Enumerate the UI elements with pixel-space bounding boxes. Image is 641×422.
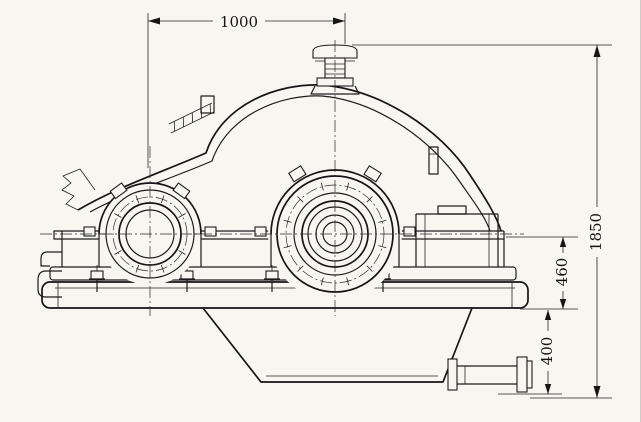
base-plate	[41, 281, 529, 309]
dimension-lower-height: 400	[498, 310, 562, 395]
cap-bolt	[109, 182, 128, 200]
centerlines	[40, 40, 524, 316]
dimension-top-width: 1000	[147, 13, 346, 168]
drain-pipe	[447, 356, 533, 393]
bolt-circle-ticks	[114, 195, 186, 273]
foundation-bolt	[89, 265, 105, 292]
foundation-bolt	[264, 265, 280, 292]
oil-level-gauge	[428, 146, 439, 175]
dimension-mid-height: 460	[506, 236, 578, 310]
cap-bolt	[363, 165, 382, 183]
flange-bolt	[254, 226, 267, 237]
flange-bolt	[204, 226, 217, 237]
cap-bolt	[172, 182, 191, 200]
cap-bolt	[288, 165, 307, 183]
lifting-lug	[200, 95, 215, 114]
dimension-overall-height: 1850	[352, 44, 612, 399]
dim-label-1850: 1850	[587, 213, 605, 251]
louver-grill	[168, 102, 215, 134]
dim-label-460: 460	[553, 258, 571, 287]
oil-pan	[202, 307, 473, 383]
foundation-bolt	[179, 265, 195, 292]
dim-label-400: 400	[538, 337, 556, 366]
flange-bolt	[83, 226, 96, 237]
dim-label-1000: 1000	[220, 13, 258, 31]
bolt-circle-ticks	[283, 182, 387, 286]
flange-bolt	[403, 226, 416, 237]
